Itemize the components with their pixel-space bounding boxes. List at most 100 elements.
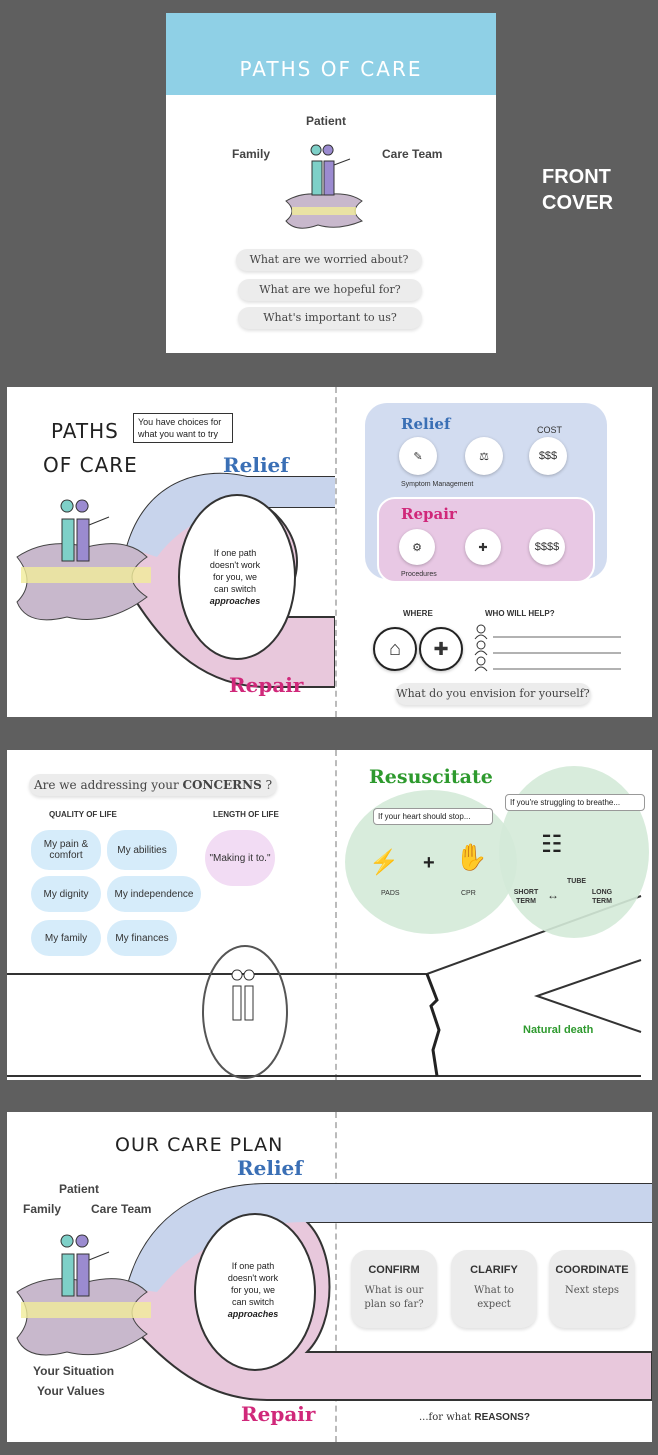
spread-fold-line xyxy=(335,1112,337,1442)
envision-question: What do you envision for yourself? xyxy=(395,683,591,705)
switch-line-5: approaches xyxy=(227,1309,279,1319)
switch-line-1: If one path xyxy=(213,548,257,558)
switch-line-2: doesn't work xyxy=(209,560,261,570)
care-plan-title: OUR CARE PLAN xyxy=(115,1134,284,1156)
concerns-suffix: ? xyxy=(261,778,273,792)
coordinate-card: COORDINATE Next steps xyxy=(549,1250,635,1328)
cover-question-important: What's important to us? xyxy=(238,307,422,329)
switch-line-1: If one path xyxy=(231,1261,275,1271)
short-term-label: SHORT TERM xyxy=(513,889,539,905)
your-situation-label: Your Situation xyxy=(33,1364,115,1378)
quality-of-life-label: QUALITY OF LIFE xyxy=(49,810,117,819)
bubble-independence: My independence xyxy=(107,876,201,912)
relief-cost-badge: $$$ xyxy=(529,437,567,475)
breathe-note: If you're struggling to breathe... xyxy=(505,794,645,811)
heart-note: If your heart should stop... xyxy=(373,808,493,825)
paths-title-line1: PATHS xyxy=(51,419,119,443)
switch-line-4: can switch xyxy=(213,584,257,594)
length-of-life-label: LENGTH OF LIFE xyxy=(213,810,279,819)
bubble-family: My family xyxy=(31,920,101,956)
symptom-mgmt-icon: ✎ xyxy=(399,437,437,475)
pads-label: PADS xyxy=(381,890,400,897)
natural-death-label: Natural death xyxy=(523,1024,594,1036)
page2-switch-note: If one path doesn't work for you, we can… xyxy=(203,547,267,607)
page4-care-team-label: Care Team xyxy=(91,1202,152,1216)
page4-patient-label: Patient xyxy=(59,1182,100,1196)
resuscitate-title: Resuscitate xyxy=(369,766,493,788)
cover-title: PATHS OF CARE xyxy=(239,57,423,81)
spread-fold-line xyxy=(335,387,337,717)
front-label-line1: FRONT xyxy=(542,166,611,188)
switch-line-3: for you, we xyxy=(230,1285,276,1295)
coordinate-body: Next steps xyxy=(564,1285,620,1296)
switch-line-5: approaches xyxy=(209,596,261,606)
long-term-label: LONG TERM xyxy=(591,889,613,905)
reasons-line: ...for what REASONS? xyxy=(419,1412,530,1423)
cover-care-team-label: Care Team xyxy=(382,147,443,161)
hospital-icon: ✚ xyxy=(419,627,463,671)
front-cover-page: PATHS OF CARE Patient Family Care Team W… xyxy=(166,13,496,353)
procedures-label: Procedures xyxy=(401,571,437,578)
home-icon: ⌂ xyxy=(373,627,417,671)
confirm-body: What is our plan so far? xyxy=(364,1285,424,1310)
cover-question-hopeful: What are we hopeful for? xyxy=(238,279,422,301)
tube-icon: ☷ xyxy=(541,831,563,858)
page4-repair-label: Repair xyxy=(241,1402,316,1426)
bubble-finances: My finances xyxy=(107,920,177,956)
switch-line-3: for you, we xyxy=(212,572,258,582)
relief-repair-path-illustration xyxy=(16,472,335,688)
switch-line-4: can switch xyxy=(231,1297,275,1307)
coordinate-heading: COORDINATE xyxy=(555,1264,629,1276)
front-label-line2: COVER xyxy=(542,192,614,214)
concerns-question: Are we addressing your CONCERNS ? xyxy=(29,774,277,796)
clarify-card: CLARIFY What to expect xyxy=(451,1250,537,1328)
cover-family-label: Family xyxy=(232,147,271,161)
reasons-prefix: ...for what xyxy=(419,1412,475,1423)
page4-family-label: Family xyxy=(23,1202,62,1216)
paths-title-line2: OF CARE xyxy=(43,453,138,477)
clarify-body: What to expect xyxy=(474,1285,514,1310)
confirm-card: CONFIRM What is our plan so far? xyxy=(351,1250,437,1328)
confirm-heading: CONFIRM xyxy=(368,1264,420,1276)
cpr-icon: ✋ xyxy=(455,842,488,872)
concerns-spread: Are we addressing your CONCERNS ? QUALIT… xyxy=(7,750,652,1080)
breathe-zone xyxy=(499,766,649,938)
care-plan-spread: OUR CARE PLAN Relief Repair Patient Fami… xyxy=(7,1112,652,1442)
who-will-help-label: WHO WILL HELP? xyxy=(485,609,555,618)
spread-fold-line xyxy=(335,750,337,1080)
page4-relief-label: Relief xyxy=(237,1156,303,1180)
reasons-bold: REASONS? xyxy=(474,1412,530,1423)
concerns-bold: CONCERNS xyxy=(182,778,262,792)
your-values-label: Your Values xyxy=(37,1384,105,1398)
clarify-heading: CLARIFY xyxy=(470,1264,518,1276)
repair-box-title: Repair xyxy=(401,505,457,523)
bubble-dignity: My dignity xyxy=(31,876,101,912)
walking-path-illustration xyxy=(7,895,642,1079)
cost-label: COST xyxy=(537,425,563,435)
procedures-icon: ⚙ xyxy=(399,529,435,565)
plus-icon: + xyxy=(423,852,435,874)
cover-header-band xyxy=(166,13,496,95)
tube-label: TUBE xyxy=(567,878,587,885)
bubble-abilities: My abilities xyxy=(107,830,177,870)
cover-people-illustration xyxy=(285,144,364,229)
where-label: WHERE xyxy=(403,609,433,618)
page2-repair-label: Repair xyxy=(229,673,304,697)
syringe-icon: ✚ xyxy=(465,529,501,565)
iv-bag-icon: ⚖ xyxy=(465,437,503,475)
symptom-management-label: Symptom Management xyxy=(401,481,474,488)
repair-cost-badge: $$$$ xyxy=(529,529,565,565)
making-it-bubble: "Making it to." xyxy=(205,830,275,886)
paths-spread: PATHS OF CARE You have choices for what … xyxy=(7,387,652,717)
helpers-lines xyxy=(474,624,621,672)
pads-icon: ⚡ xyxy=(369,849,399,876)
concerns-prefix: Are we addressing your xyxy=(33,778,183,792)
switch-line-2: doesn't work xyxy=(227,1273,279,1283)
page2-relief-label: Relief xyxy=(223,453,289,477)
cover-question-worried: What are we worried about? xyxy=(236,249,422,271)
care-plan-path-illustration xyxy=(16,1183,652,1401)
bubble-pain-comfort: My pain & comfort xyxy=(31,830,101,870)
cover-patient-label: Patient xyxy=(306,114,347,128)
term-arrow-icon: ↔ xyxy=(547,888,559,902)
cpr-label: CPR xyxy=(461,890,476,897)
